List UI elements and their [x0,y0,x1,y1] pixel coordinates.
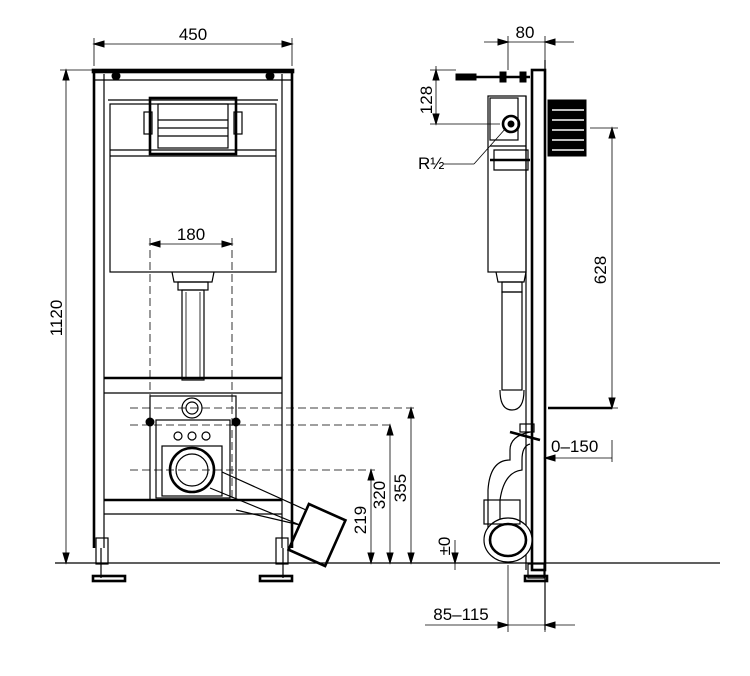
dim-label-wall-offset: 85–115 [433,605,488,624]
connection-callout: R½ [418,127,507,173]
side-cistern [487,95,530,411]
dim-label-frame-width: 450 [179,25,207,44]
dim-label-flush-spacing: 180 [177,225,205,244]
side-drain-elbow [483,423,541,563]
dim-floor-zero: ±0 [435,537,461,570]
dim-label-total-height: 1120 [47,300,66,337]
dim-label-bottom-height: 219 [351,506,370,534]
dim-label-depth: 80 [516,23,535,42]
side-view: 80 128 R½ 628 [417,23,618,632]
dim-180: 180 [148,225,234,248]
dim-0-150: 0–150 [543,437,613,462]
dim-label-floor-level: ±0 [435,537,454,556]
dim-label-top-offset: 128 [417,86,436,114]
side-frame [523,68,549,583]
front-cistern [108,96,278,381]
front-connection-plate [145,395,348,568]
dim-label-cistern-height: 628 [591,256,610,284]
dim-heights: 219 320 355 [351,406,415,565]
dim-85-115: 85–115 [425,565,575,632]
front-feet [91,537,294,583]
front-frame [91,68,295,583]
dim-label-inlet-height: 320 [370,481,389,509]
dim-label-connection: R½ [418,154,444,173]
dim-628: 628 [590,126,618,410]
dim-label-adjustment: 0–150 [551,437,598,456]
dim-label-outlet-height: 355 [391,474,410,502]
dim-80: 80 [484,23,574,70]
front-centerlines [130,238,415,500]
dim-1120: 1120 [47,68,92,565]
side-wall-block [547,99,587,157]
front-view: 450 180 1120 219 320 [47,25,720,583]
dim-450: 450 [92,25,294,66]
dim-128: 128 [417,66,500,126]
side-top-bolt [455,71,530,83]
